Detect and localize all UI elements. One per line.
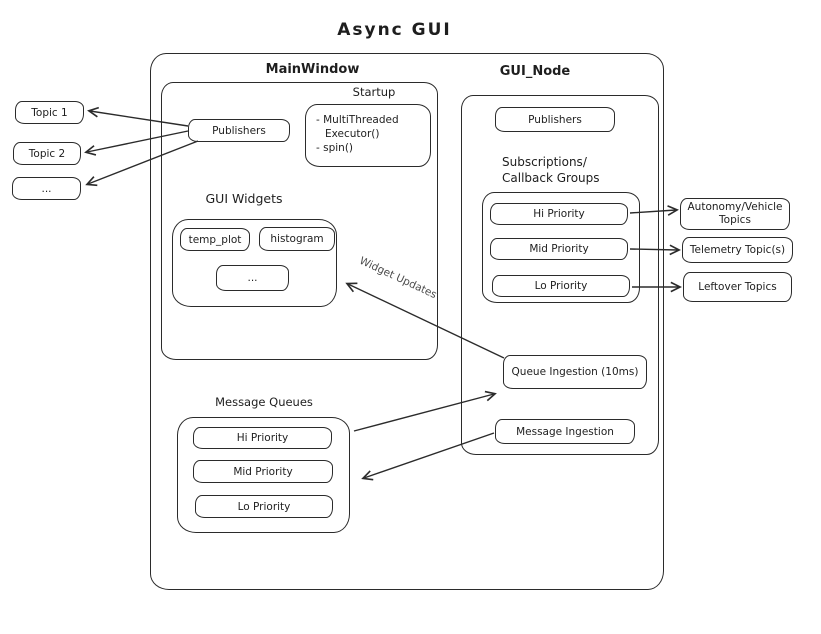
startup-line-3: - spin() bbox=[316, 142, 354, 154]
telemetry-topics-box: Telemetry Topic(s) bbox=[682, 237, 793, 263]
autonomy-vehicle-topics-box: Autonomy/Vehicle Topics bbox=[680, 198, 790, 230]
subscriptions-label-line-1: Subscriptions/ bbox=[502, 155, 587, 169]
startup-label: Startup bbox=[352, 85, 396, 99]
startup-box: - MultiThreaded Executor() - spin() bbox=[305, 104, 431, 167]
widget-more-box: ... bbox=[216, 265, 289, 291]
mq-hi-priority-box: Hi Priority bbox=[193, 427, 332, 449]
diagram-title: Async GUI bbox=[337, 20, 452, 40]
mq-mid-priority-box: Mid Priority bbox=[193, 460, 333, 483]
startup-line-2: Executor() bbox=[325, 128, 380, 140]
widget-histogram-box: histogram bbox=[259, 227, 335, 251]
main-window-label: MainWindow bbox=[265, 62, 360, 77]
topic-2-box: Topic 2 bbox=[13, 142, 81, 165]
mq-lo-priority-box: Lo Priority bbox=[195, 495, 333, 518]
topic-1-box: Topic 1 bbox=[15, 101, 84, 124]
main-window-publishers-box: Publishers bbox=[188, 119, 290, 142]
sub-lo-priority-box: Lo Priority bbox=[492, 275, 630, 297]
message-ingestion-box: Message Ingestion bbox=[495, 419, 635, 444]
gui-widgets-label: GUI Widgets bbox=[205, 191, 283, 206]
topic-more-box: ... bbox=[12, 177, 81, 200]
leftover-topics-box: Leftover Topics bbox=[683, 272, 792, 302]
gui-node-publishers-box: Publishers bbox=[495, 107, 615, 132]
subscriptions-label: Subscriptions/ Callback Groups bbox=[502, 154, 600, 186]
sub-hi-priority-box: Hi Priority bbox=[490, 203, 628, 225]
gui-node-label: GUI_Node bbox=[499, 64, 571, 79]
widget-temp-plot-box: temp_plot bbox=[180, 228, 250, 251]
startup-line-1: - MultiThreaded bbox=[316, 114, 399, 126]
sub-mid-priority-box: Mid Priority bbox=[490, 238, 628, 260]
subscriptions-label-line-2: Callback Groups bbox=[502, 171, 600, 185]
message-queues-label: Message Queues bbox=[215, 395, 313, 409]
queue-ingestion-box: Queue Ingestion (10ms) bbox=[503, 355, 647, 389]
